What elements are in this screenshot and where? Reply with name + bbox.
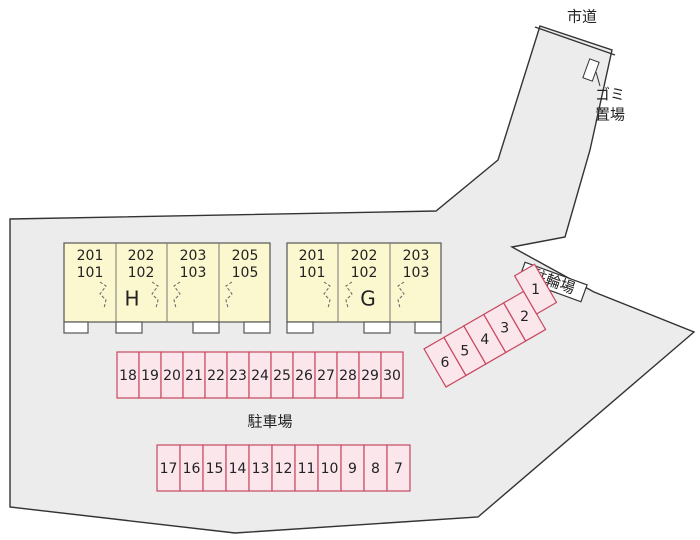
parking-bottom-space-label-0: 17: [160, 461, 178, 477]
parking-top-space-label-1: 19: [141, 368, 159, 384]
parking-bottom-space-label-5: 12: [275, 461, 293, 477]
parking-diagonal-space-label-0: 1: [531, 282, 540, 298]
parking-bottom-space-label-2: 15: [206, 461, 224, 477]
road-edge: [534, 26, 616, 56]
parking-top-space-label-8: 26: [295, 368, 313, 384]
parking-bottom-space-label-9: 8: [371, 461, 380, 477]
parking-bottom-space-label-1: 16: [183, 461, 201, 477]
unit-g-2-lower: 102: [351, 265, 378, 281]
unit-h-2-lower: 102: [128, 265, 155, 281]
parking-bottom-space-label-10: 7: [394, 461, 403, 477]
parking-top-space-label-9: 27: [317, 368, 335, 384]
parking-bottom-space-label-8: 9: [348, 461, 357, 477]
parking-diagonal-space-label-4: 5: [460, 344, 469, 360]
parking-top-space-label-2: 20: [163, 368, 181, 384]
parking-diagonal-space-label-1: 2: [520, 309, 529, 325]
parking-bottom-space-label-6: 11: [298, 461, 316, 477]
parking-top-space-label-12: 30: [383, 368, 401, 384]
parking-top-space-label-10: 28: [339, 368, 357, 384]
unit-h-1-lower: 101: [77, 265, 104, 281]
unit-h-3-lower: 103: [180, 265, 207, 281]
parking-top-space-label-6: 24: [251, 368, 269, 384]
parking-diagonal-space-label-5: 6: [440, 355, 449, 371]
parking-bottom-space-label-4: 13: [252, 461, 270, 477]
parking-top-space-label-5: 23: [229, 368, 247, 384]
garbage-leader-line: [595, 71, 601, 87]
parking-top-space-label-0: 18: [119, 368, 137, 384]
building-h: 201 101 202 102 203 103 205 105 H: [63, 242, 271, 334]
unit-g-1-upper: 201: [299, 248, 326, 264]
building-h-label: H: [124, 287, 139, 311]
unit-g-2-upper: 202: [351, 248, 378, 264]
unit-h-1-upper: 201: [77, 248, 104, 264]
parking-top-space-label-3: 21: [185, 368, 203, 384]
road-label: 市道: [567, 8, 597, 26]
parking-label: 駐車場: [247, 413, 292, 431]
unit-g-3-lower: 103: [403, 265, 430, 281]
parking-top-space-label-11: 29: [361, 368, 379, 384]
unit-h-4-lower: 105: [232, 265, 259, 281]
parking-diagonal-space-label-2: 3: [500, 321, 509, 337]
unit-g-3-upper: 203: [403, 248, 430, 264]
parking-diagonal-space-label-3: 4: [480, 332, 489, 348]
unit-h-2-upper: 202: [128, 248, 155, 264]
unit-h-3-upper: 203: [180, 248, 207, 264]
garbage-area: [582, 58, 600, 82]
parking-bottom-space-label-7: 10: [321, 461, 339, 477]
parking-bottom-space-label-3: 14: [229, 461, 247, 477]
parking-bottom-space-10: [386, 444, 411, 492]
building-g-body: [286, 242, 442, 323]
garbage-label-line2: 置場: [595, 106, 625, 124]
building-g-label: G: [360, 287, 376, 311]
parking-top-space-label-7: 25: [273, 368, 291, 384]
parking-top-space-12: [380, 351, 404, 399]
unit-g-1-lower: 101: [299, 265, 326, 281]
building-g: 201 101 202 102 203 103 G: [286, 242, 442, 334]
unit-h-4-upper: 205: [232, 248, 259, 264]
parking-top-space-label-4: 22: [207, 368, 225, 384]
garbage-label-line1: ゴミ: [595, 86, 625, 104]
parking-diagonal-space-0: [513, 263, 558, 315]
